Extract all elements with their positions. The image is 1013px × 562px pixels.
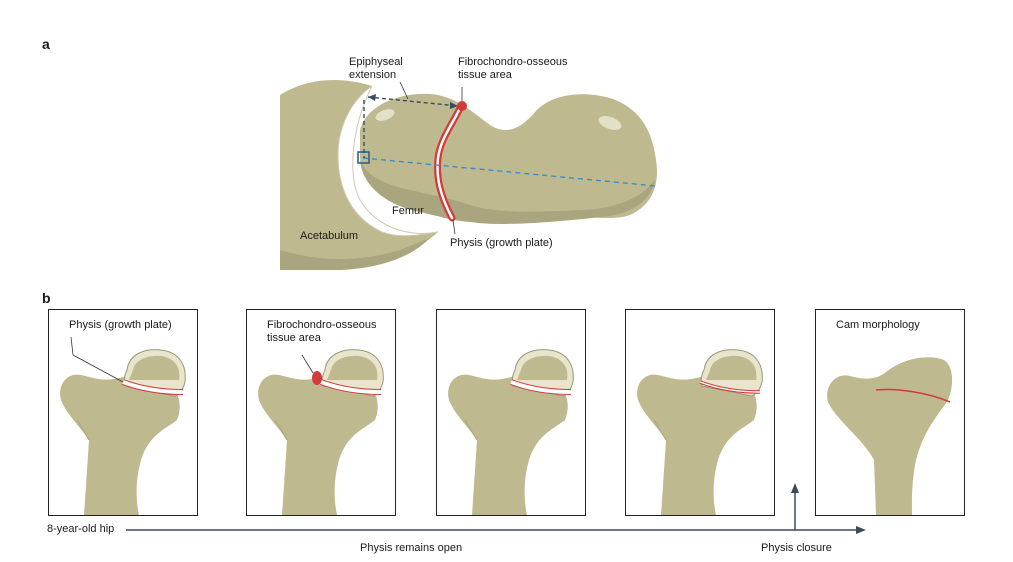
fibro-osseous-area — [457, 101, 467, 111]
stage-panel-3 — [436, 309, 586, 516]
stage-label-2: Fibrochondro-osseous tissue area — [267, 319, 377, 344]
stage-panel-1: Physis (growth plate) — [48, 309, 198, 516]
right-angle-marker — [357, 151, 370, 164]
epiphyseal-extension-arrow — [367, 96, 459, 107]
timeline-closure-label: Physis closure — [761, 542, 832, 554]
panel-a-label: a — [42, 36, 50, 52]
stage-panel-4 — [625, 309, 775, 516]
physis-label-a: Physis (growth plate) — [450, 237, 553, 249]
stage-label-5: Cam morphology — [836, 319, 920, 331]
hip-joint-diagram — [280, 80, 657, 270]
acetabulum-shape — [280, 80, 438, 268]
femur-stage-illustration — [637, 349, 763, 515]
femoral-neck-axis — [362, 157, 657, 187]
stage-panel-5: Cam morphology — [815, 309, 965, 516]
femur-stage-illustration — [827, 357, 953, 515]
stage-panel-2: Fibrochondro-osseous tissue area — [246, 309, 396, 516]
femur-shape — [359, 93, 657, 224]
femur-stage-illustration — [258, 349, 384, 515]
acetabulum-label: Acetabulum — [300, 230, 359, 242]
panel-b-label: b — [42, 290, 51, 306]
epiphyseal-extension-label: Epiphyseal extension — [349, 56, 403, 81]
timeline-open-label: Physis remains open — [360, 542, 463, 554]
stage-label-1: Physis (growth plate) — [69, 319, 172, 331]
femur-stage-illustration — [60, 336, 186, 515]
femur-stage-illustration — [448, 349, 574, 515]
fibro-osseous-label-a: Fibrochondro-osseous tissue area — [458, 56, 568, 81]
femur-label: Femur — [392, 205, 424, 217]
timeline-start-label: 8-year-old hip — [47, 523, 115, 535]
